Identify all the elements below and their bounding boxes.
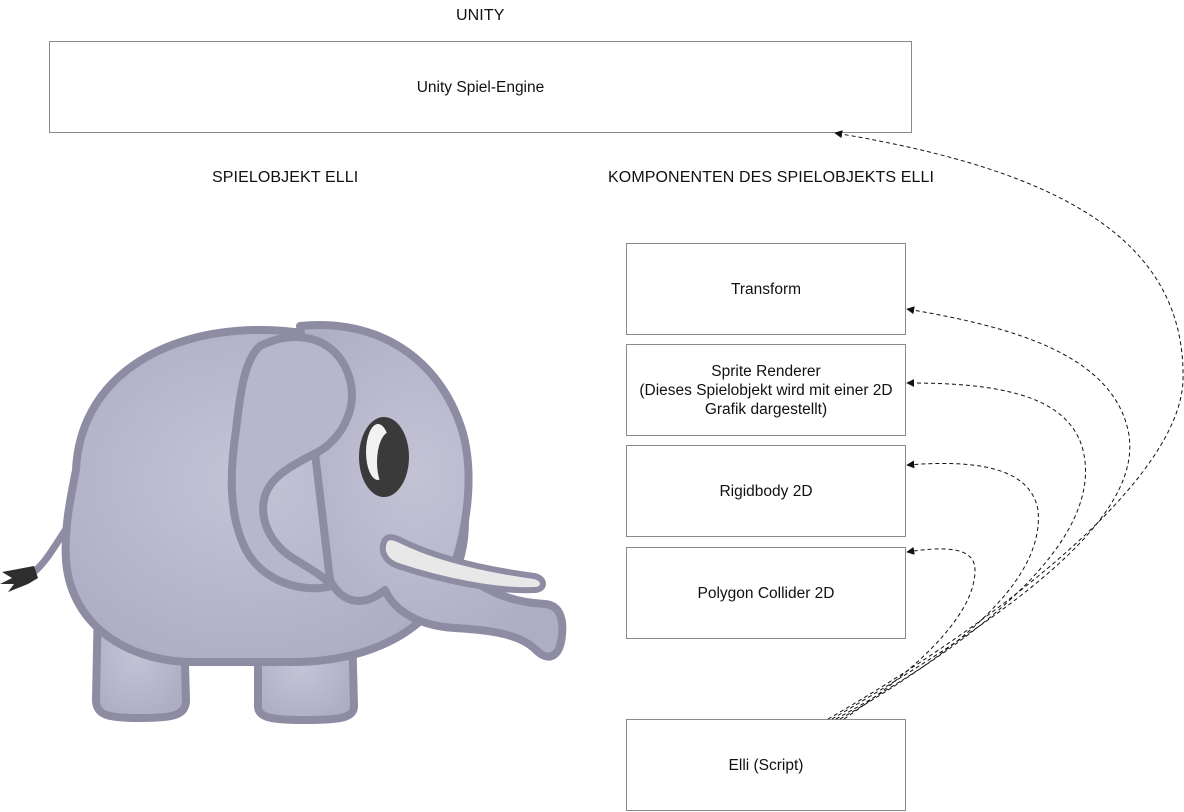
component-label-line: Grafik dargestellt) <box>704 400 828 418</box>
component-label: Polygon Collider 2D <box>697 584 835 602</box>
elephant-eye <box>359 417 409 497</box>
component-box-sprite-renderer: Sprite Renderer (Dieses Spielobjekt wird… <box>626 344 906 436</box>
script-box: Elli (Script) <box>626 719 906 811</box>
unity-engine-label: Unity Spiel-Engine <box>416 78 545 96</box>
component-label: Rigidbody 2D <box>719 482 813 500</box>
script-label: Elli (Script) <box>728 756 804 774</box>
elephant-head <box>296 321 567 661</box>
elephant-tusk <box>379 534 546 594</box>
elephant-illustration <box>0 321 567 724</box>
component-label-group: Sprite Renderer (Dieses Spielobjekt wird… <box>639 362 892 419</box>
components-heading: KOMPONENTEN DES SPIELOBJEKTS ELLI <box>608 169 935 186</box>
component-label-line: Sprite Renderer <box>711 362 821 380</box>
unity-engine-box: Unity Spiel-Engine <box>49 41 912 133</box>
component-box-transform: Transform <box>626 243 906 335</box>
component-label-line: (Dieses Spielobjekt wird mit einer 2D <box>639 381 893 399</box>
component-box-rigidbody: Rigidbody 2D <box>626 445 906 537</box>
unity-heading: UNITY <box>456 7 505 24</box>
component-label: Transform <box>730 280 802 298</box>
component-box-polygon-collider: Polygon Collider 2D <box>626 547 906 639</box>
elephant-ear <box>227 333 356 593</box>
elephant-tail <box>0 516 76 592</box>
game-object-heading: SPIELOBJEKT ELLI <box>212 169 359 186</box>
